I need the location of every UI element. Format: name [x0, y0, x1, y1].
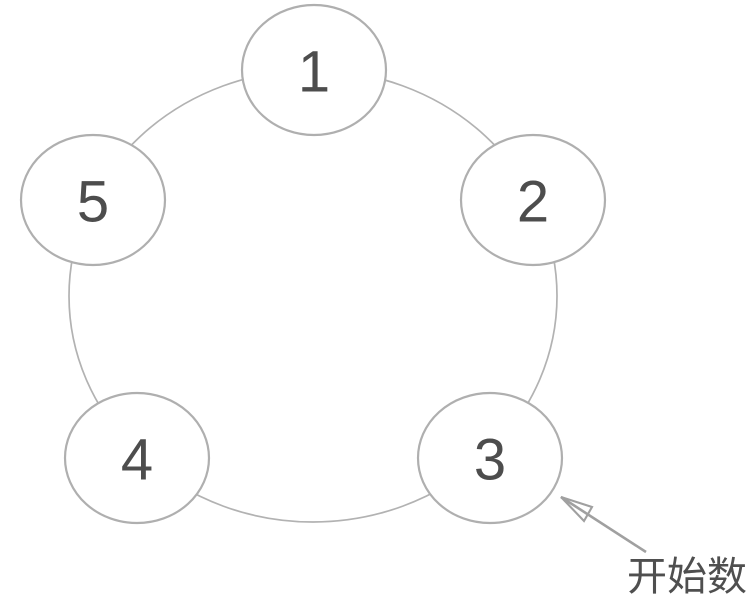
- node-5-circle: [19, 133, 167, 267]
- node-2-circle: [459, 133, 607, 267]
- node-3: 3: [416, 391, 564, 525]
- node-3-label: 3: [474, 428, 506, 493]
- node-5: 5: [19, 133, 167, 267]
- annotation-label: 开始数: [627, 555, 747, 599]
- node-4: 4: [63, 391, 211, 525]
- node-1: 1: [240, 3, 388, 137]
- arrow-shaft: [560, 495, 647, 554]
- node-4-circle: [63, 391, 211, 525]
- node-2: 2: [459, 133, 607, 267]
- arrowhead-icon: [560, 496, 594, 523]
- node-1-circle: [240, 3, 388, 137]
- annotation-arrow: [560, 495, 647, 554]
- node-1-label: 1: [298, 40, 330, 105]
- node-3-circle: [416, 391, 564, 525]
- node-2-label: 2: [517, 170, 549, 235]
- node-5-label: 5: [77, 170, 109, 235]
- node-4-label: 4: [121, 428, 153, 493]
